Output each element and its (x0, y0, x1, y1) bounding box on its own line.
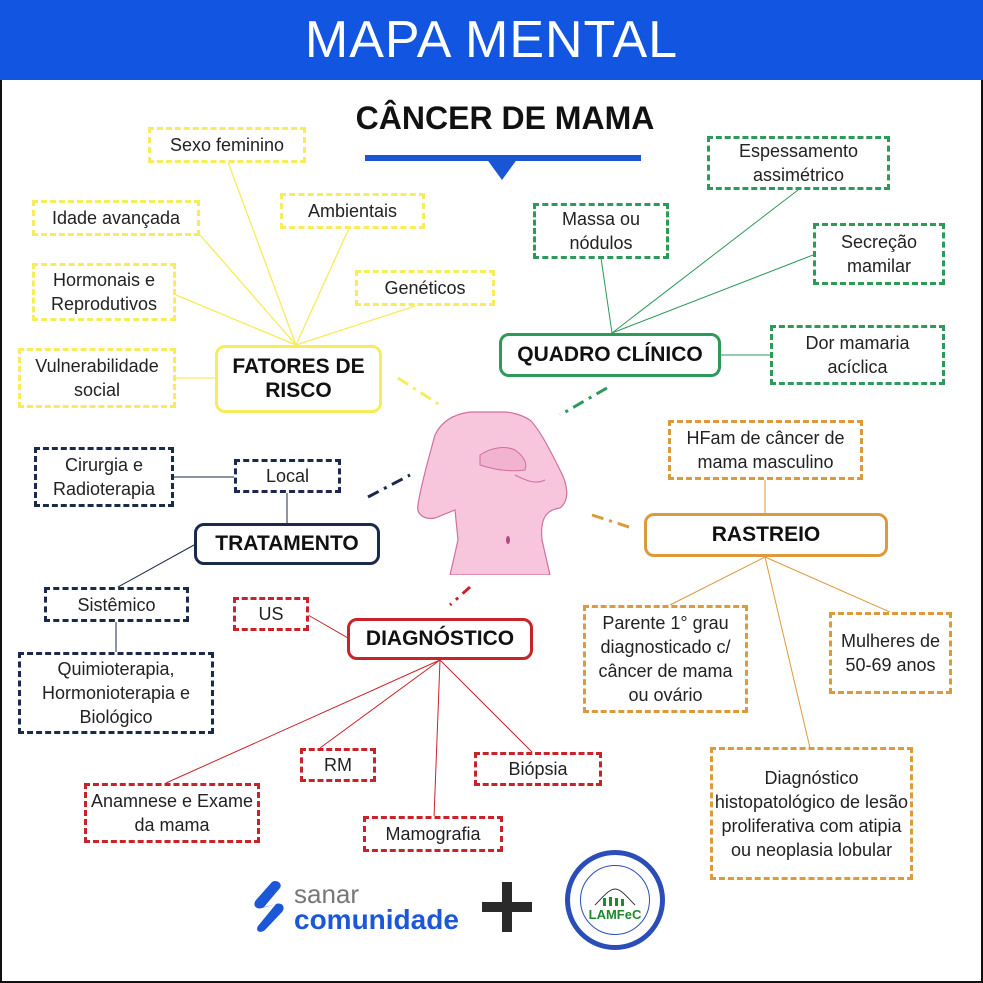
node-tratamento: TRATAMENTO (194, 523, 380, 565)
connector (199, 234, 297, 346)
node-fatores-de-risco: FATORES DE RISCO (215, 345, 382, 413)
dashed-link (367, 473, 411, 499)
breast-self-exam-illustration (417, 411, 568, 575)
page-title: MAPA MENTAL (304, 11, 679, 69)
risk-factor-sexo: Sexo feminino (148, 127, 306, 163)
lamfec-seal-logo: LAMFeC (565, 850, 665, 950)
treatment-quimioterapia: Quimioterapia, Hormonioterapia e Biológi… (18, 652, 214, 734)
screening-hfam: HFam de câncer de mama masculino (668, 420, 863, 480)
node-diagnostico: DIAGNÓSTICO (347, 618, 533, 660)
dashed-link (397, 376, 441, 407)
map-subtitle: CÂNCER DE MAMA (355, 100, 655, 136)
lamfec-label: LAMFeC (588, 907, 642, 922)
sanar-comunidade-logo: sanar comunidade (250, 880, 459, 934)
dashed-link (591, 513, 633, 530)
risk-factor-vulnerabilidade: Vulnerabilidade social (18, 348, 176, 408)
diagnosis-rm: RM (300, 748, 376, 782)
connector (611, 254, 814, 334)
diagnosis-mamografia: Mamografia (363, 816, 503, 852)
comunidade-wordmark: comunidade (294, 904, 459, 935)
family-tent-icon (594, 888, 636, 906)
treatment-cirurgia: Cirurgia e Radioterapia (34, 447, 174, 507)
diagnosis-biopsia: Biópsia (474, 752, 602, 786)
connector (307, 614, 349, 639)
connector (227, 161, 297, 346)
diagnosis-us: US (233, 597, 309, 631)
symptom-espessamento: Espessamento assimétrico (707, 136, 890, 190)
connector (433, 659, 441, 819)
connector (764, 556, 891, 613)
diagnosis-anamnese: Anamnese e Exame da mama (84, 783, 260, 843)
node-rastreio: RASTREIO (644, 513, 888, 557)
dashed-link (559, 386, 608, 417)
sanar-logo-icon (254, 880, 284, 932)
risk-factor-idade: Idade avançada (32, 200, 200, 236)
node-quadro-clinico: QUADRO CLÍNICO (499, 333, 721, 377)
treatment-sistemico: Sistêmico (44, 587, 189, 622)
connector (175, 294, 297, 346)
risk-factor-ambientais: Ambientais (280, 193, 425, 229)
sanar-wordmark: sanar (294, 879, 360, 909)
screening-mulheres: Mulheres de 50-69 anos (829, 612, 952, 694)
connector (117, 544, 195, 588)
plus-icon (482, 882, 532, 932)
connector (611, 189, 799, 334)
connector (295, 225, 351, 346)
connector (319, 659, 441, 749)
symptom-dor: Dor mamaria acíclica (770, 325, 945, 385)
chevron-down-icon (486, 158, 518, 180)
connector (600, 257, 613, 334)
header-banner: MAPA MENTAL (0, 0, 983, 80)
connector (669, 556, 766, 606)
risk-factor-hormonais: Hormonais e Reprodutivos (32, 263, 176, 321)
screening-parente: Parente 1° grau diagnosticado c/ câncer … (583, 605, 748, 713)
connector (295, 304, 419, 346)
connector (165, 659, 441, 784)
screening-histopatologico: Diagnóstico histopatológico de lesão pro… (710, 747, 913, 880)
treatment-local: Local (234, 459, 341, 493)
risk-factor-geneticos: Genéticos (355, 270, 495, 306)
connector (439, 659, 533, 753)
symptom-secrecao: Secreção mamilar (813, 223, 945, 285)
symptom-massa: Massa ou nódulos (533, 203, 669, 259)
dashed-link (448, 585, 472, 607)
connector (764, 556, 811, 749)
